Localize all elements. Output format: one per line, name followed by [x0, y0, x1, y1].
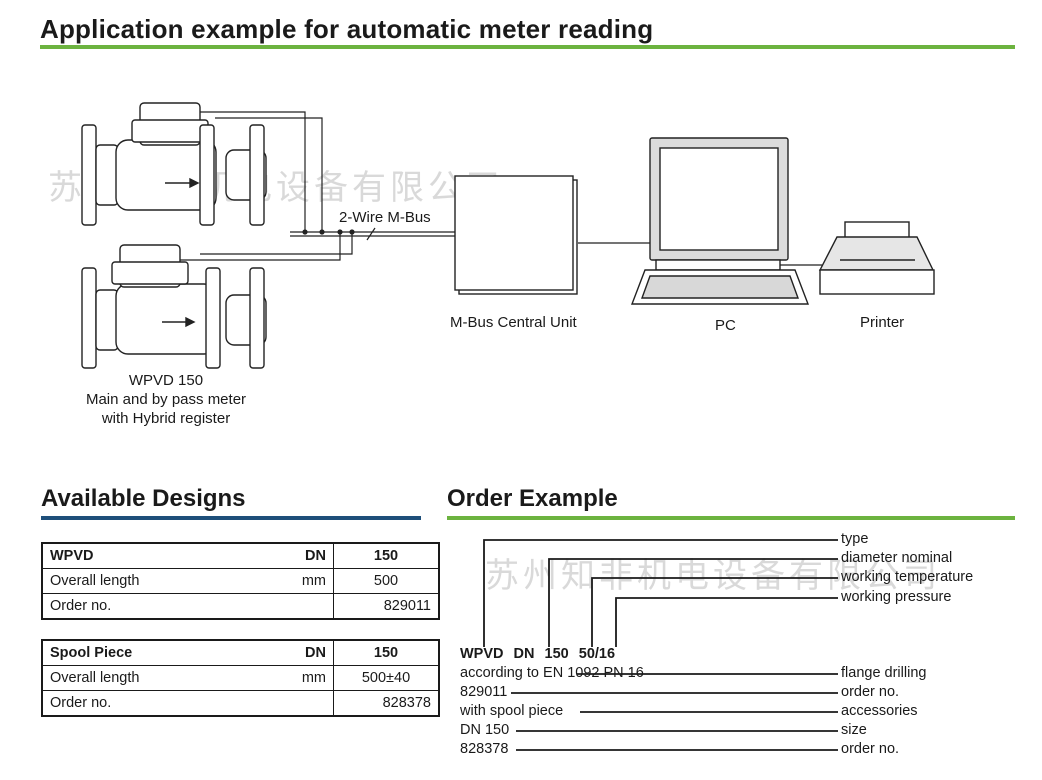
- order-detail-left: 828378: [460, 741, 509, 757]
- pc-label: PC: [715, 317, 736, 334]
- table-cell: 500±40: [333, 665, 440, 691]
- meter-reading-diagram: [81, 102, 935, 369]
- table-cell: mm: [263, 568, 334, 594]
- order-label: diameter nominal: [841, 550, 953, 566]
- water-meter-lower: [81, 244, 267, 369]
- table-cell: 150: [333, 542, 440, 569]
- table-row: Overall length mm 500±40: [41, 665, 440, 691]
- meter-caption: WPVD 150 Main and by pass meter with Hyb…: [66, 371, 266, 428]
- order-detail-right: accessories: [841, 703, 918, 719]
- order-code-size: 150: [544, 646, 569, 662]
- table-cell: Order no.: [41, 690, 263, 717]
- bus-wiring: [180, 111, 822, 266]
- table-cell: 829011: [333, 593, 440, 620]
- table-cell: Overall length: [41, 665, 263, 691]
- bus-label: 2-Wire M-Bus: [339, 209, 431, 226]
- table-cell: 828378: [333, 690, 440, 717]
- order-code-type: WPVD: [460, 646, 504, 662]
- meter-caption-line: Main and by pass meter: [85, 391, 247, 408]
- table-cell: 500: [333, 568, 440, 594]
- watermark: 苏州知非机电设备有限公司: [485, 556, 941, 596]
- table-row: WPVD DN 150: [41, 542, 440, 569]
- order-label: working temperature: [841, 569, 974, 585]
- designs-table-main: WPVD DN 150 Overall length mm 500 Order …: [41, 542, 440, 620]
- order-detail-left: according to EN 1092 PN 16: [460, 665, 644, 681]
- meter-caption-line: with Hybrid register: [101, 410, 231, 427]
- designs-title: Available Designs: [41, 485, 246, 512]
- meter-caption-line: WPVD 150: [128, 372, 204, 389]
- page-title: Application example for automatic meter …: [40, 14, 654, 44]
- table-cell: mm: [263, 665, 334, 691]
- table-cell: WPVD: [41, 542, 263, 569]
- water-meter-upper: [81, 102, 267, 226]
- table-row: Order no. 828378: [41, 690, 440, 717]
- order-detail-right: size: [841, 722, 867, 738]
- order-label: type: [841, 531, 869, 547]
- title-divider: [40, 45, 1015, 49]
- order-detail-right: order no.: [841, 684, 900, 700]
- table-cell: Order no.: [41, 593, 263, 620]
- table-cell: Overall length: [41, 568, 263, 594]
- printer-label: Printer: [860, 314, 905, 331]
- order-code-dn: DN: [513, 646, 535, 662]
- order-example-title: Order Example: [447, 485, 618, 512]
- order-code-rating: 50/16: [578, 646, 616, 662]
- order-detail-left: DN 150: [460, 722, 510, 738]
- order-detail-right: order no.: [841, 741, 900, 757]
- central-unit-label: M-Bus Central Unit: [450, 314, 577, 331]
- order-example-divider: [447, 516, 1015, 520]
- order-label: working pressure: [841, 589, 952, 605]
- pc-icon: [630, 137, 810, 305]
- order-detail-right: flange drilling: [841, 665, 927, 681]
- order-detail-left: with spool piece: [460, 703, 564, 719]
- order-code-line: WPVD DN 150 50/16: [460, 646, 615, 662]
- order-detail-left: 829011: [460, 684, 508, 700]
- designs-divider: [41, 516, 421, 520]
- table-row: Order no. 829011: [41, 593, 440, 620]
- designs-table-spool: Spool Piece DN 150 Overall length mm 500…: [41, 639, 440, 717]
- central-unit-box: [454, 175, 578, 295]
- table-row: Overall length mm 500: [41, 568, 440, 594]
- printer-icon: [818, 221, 935, 295]
